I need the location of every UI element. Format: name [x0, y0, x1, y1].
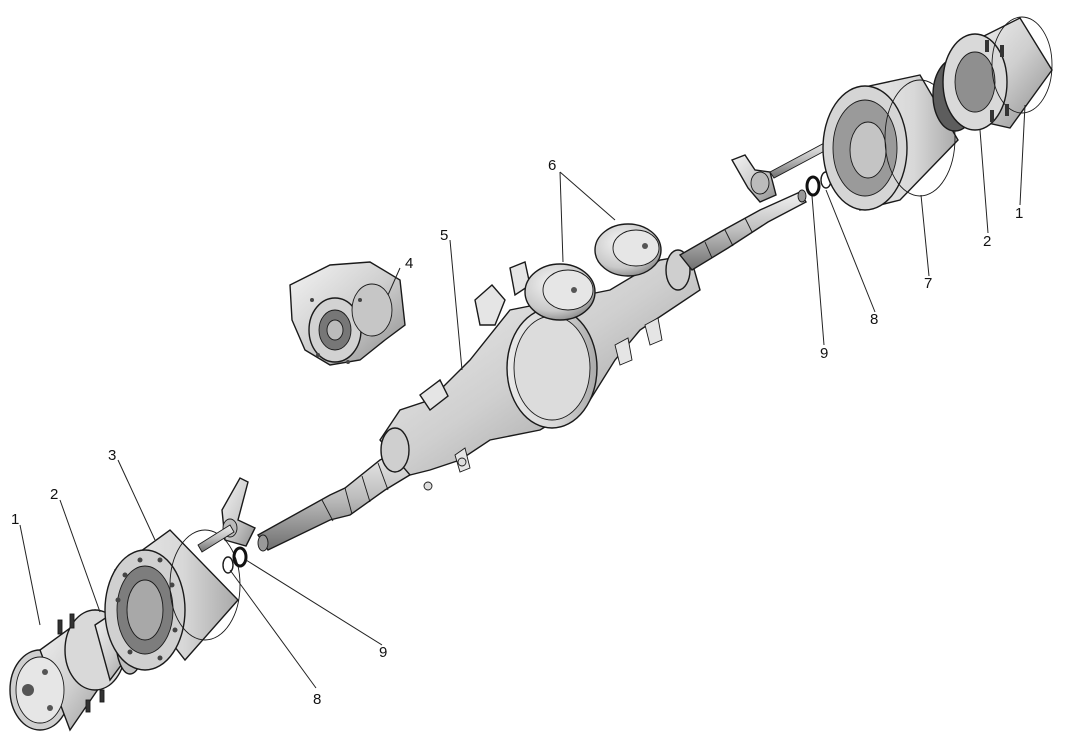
- brake-drum-right: [822, 74, 959, 211]
- callout-7: 7: [924, 275, 932, 292]
- seals-left: [222, 546, 248, 574]
- callout-3: 3: [108, 447, 116, 464]
- cam-right: [730, 139, 835, 203]
- brake-drum-left: [104, 529, 241, 671]
- callout-6: 6: [548, 157, 556, 174]
- callout-1-left: 1: [11, 511, 19, 528]
- callout-4: 4: [405, 255, 413, 272]
- callout-9-left: 9: [379, 644, 387, 661]
- callout-8-left: 8: [313, 691, 321, 708]
- differential: [289, 261, 406, 366]
- callout-8-right: 8: [870, 311, 878, 328]
- callout-5: 5: [440, 227, 448, 244]
- hub-right: [942, 16, 1053, 131]
- callout-2-left: 2: [50, 486, 58, 503]
- callout-1-right: 1: [1015, 205, 1023, 222]
- axle-housing: [379, 249, 701, 491]
- spindle-right: [678, 189, 807, 271]
- callout-labels: 1 2 3 4 5 6 7 8 9 1 2 8 9: [11, 157, 1023, 708]
- cam-left: [197, 477, 256, 553]
- brake-chambers: [524, 223, 662, 321]
- callout-9-right: 9: [820, 345, 828, 362]
- callout-2-right: 2: [983, 233, 991, 250]
- leader-lines: [19, 104, 1026, 689]
